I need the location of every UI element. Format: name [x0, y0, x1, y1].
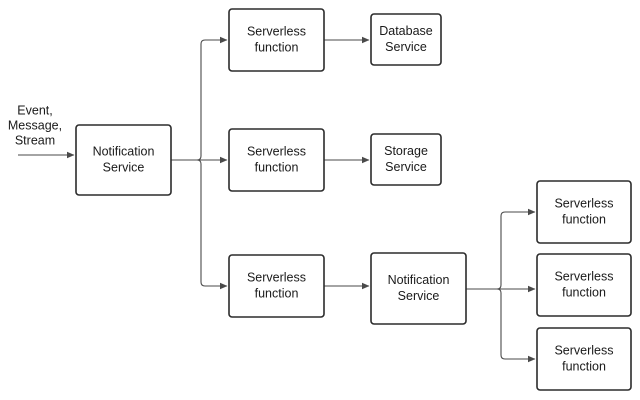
- node-label-line: Serverless: [554, 269, 613, 283]
- edges: [18, 36, 536, 363]
- node-serverless-function-5: Serverless function: [536, 253, 632, 317]
- node-label-line: Serverless: [247, 24, 306, 38]
- node-label-line: function: [562, 359, 606, 373]
- node-serverless-function-4: Serverless function: [536, 180, 632, 244]
- node-serverless-function-1: Serverless function: [228, 8, 325, 72]
- node-label-line: Service: [385, 40, 427, 54]
- node-label-line: Notification: [388, 273, 450, 287]
- node-box: [75, 124, 172, 196]
- node-label-line: Serverless: [247, 144, 306, 158]
- node-serverless-function-6: Serverless function: [536, 327, 632, 391]
- node-box: [536, 180, 632, 244]
- node-label-line: function: [255, 160, 299, 174]
- node-label-line: Notification: [93, 144, 155, 158]
- node-label-line: Service: [103, 160, 145, 174]
- node-label-line: Serverless: [554, 343, 613, 357]
- node-label-line: function: [255, 40, 299, 54]
- node-box: [536, 253, 632, 317]
- node-box: [228, 8, 325, 72]
- node-label-line: function: [562, 212, 606, 226]
- arrow-notification-service-2-to-serverless-function-4: [466, 208, 536, 290]
- node-serverless-function-2: Serverless function: [228, 128, 325, 192]
- input-label-line: Message,: [8, 118, 62, 132]
- input-label: Event,Message,Stream: [8, 103, 62, 147]
- node-label-line: function: [562, 285, 606, 299]
- node-label-line: Storage: [384, 144, 428, 158]
- node-serverless-function-3: Serverless function: [228, 254, 325, 318]
- node-box: [228, 254, 325, 318]
- node-label-line: function: [255, 286, 299, 300]
- node-box: [370, 13, 442, 66]
- node-box: [370, 252, 467, 325]
- node-label-line: Service: [398, 289, 440, 303]
- input-label-line: Stream: [15, 133, 55, 147]
- node-label-line: Service: [385, 160, 427, 174]
- nodes: NotificationServiceServerlessfunctionSer…: [75, 8, 632, 391]
- node-box: [536, 327, 632, 391]
- node-label-line: Serverless: [554, 196, 613, 210]
- node-box: [228, 128, 325, 192]
- arrow-notification-service-2-to-serverless-function-6: [466, 288, 536, 363]
- arrow-notification-service-1-to-serverless-function-1: [171, 36, 228, 161]
- node-box: [370, 133, 442, 186]
- input-label-line: Event,: [17, 103, 52, 117]
- node-label-line: Database: [379, 24, 433, 38]
- node-label-line: Serverless: [247, 270, 306, 284]
- arrow-notification-service-1-to-serverless-function-3: [171, 159, 228, 290]
